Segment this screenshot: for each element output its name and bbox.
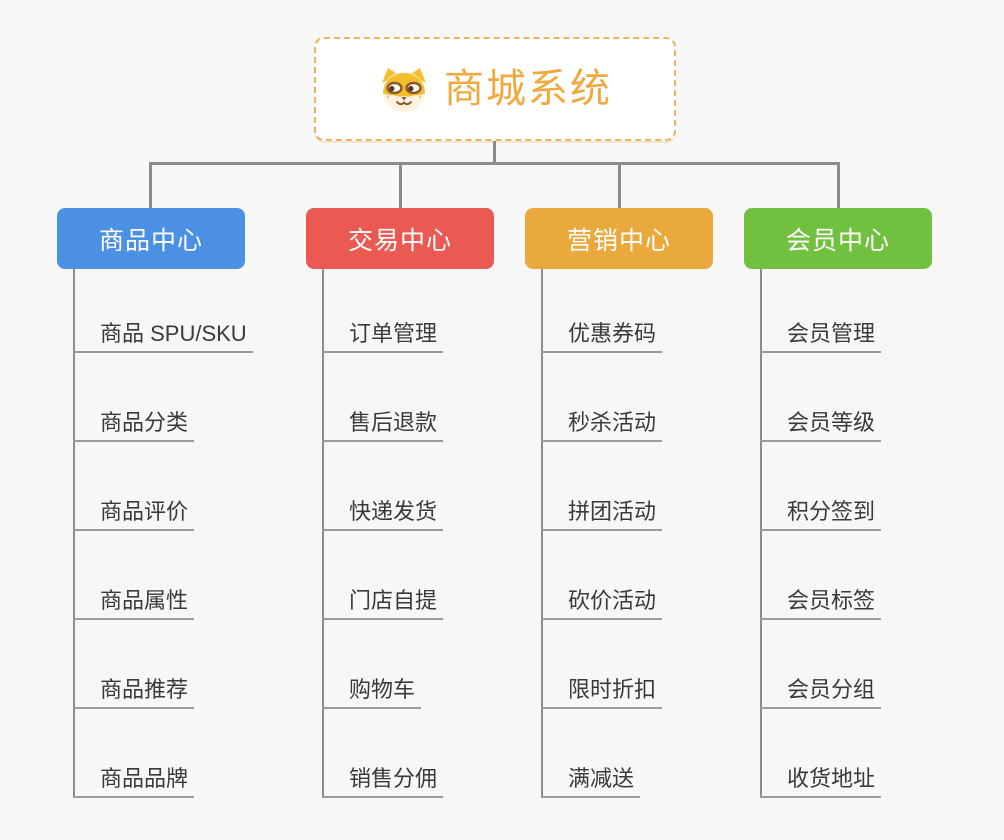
leaf-node[interactable]: 秒杀活动 [541, 402, 663, 442]
leaf-node[interactable]: 会员等级 [760, 402, 882, 442]
branch-node-trade-center[interactable]: 交易中心 [306, 208, 494, 269]
leaf-node[interactable]: 会员管理 [760, 313, 882, 353]
leaf-node[interactable]: 限时折扣 [541, 669, 663, 709]
root-title: 商城系统 [444, 67, 612, 111]
connector-drop [399, 162, 402, 208]
leaf-node[interactable]: 商品品牌 [73, 758, 195, 798]
leaf-node[interactable]: 会员标签 [760, 580, 882, 620]
connector-drop [618, 162, 621, 208]
leaf-node[interactable]: 积分签到 [760, 491, 882, 531]
root-node[interactable]: 商城系统 [314, 37, 676, 141]
leaf-node[interactable]: 优惠券码 [541, 313, 663, 353]
leaf-node[interactable]: 会员分组 [760, 669, 882, 709]
branch-node-product-center[interactable]: 商品中心 [57, 208, 245, 269]
leaf-node[interactable]: 商品分类 [73, 402, 195, 442]
connector-line [73, 269, 75, 798]
leaf-node[interactable]: 商品推荐 [73, 669, 195, 709]
leaf-node[interactable]: 门店自提 [322, 580, 444, 620]
leaf-node[interactable]: 商品属性 [73, 580, 195, 620]
leaf-node[interactable]: 商品评价 [73, 491, 195, 531]
connector-line [541, 269, 543, 798]
connector-line [322, 269, 324, 798]
leaf-node[interactable]: 满减送 [541, 758, 641, 798]
leaf-node[interactable]: 砍价活动 [541, 580, 663, 620]
leaf-node[interactable]: 拼团活动 [541, 491, 663, 531]
leaf-node[interactable]: 售后退款 [322, 402, 444, 442]
dog-face-icon [378, 66, 430, 112]
branch-node-member-center[interactable]: 会员中心 [744, 208, 932, 269]
branch-node-marketing-center[interactable]: 营销中心 [525, 208, 713, 269]
leaf-node[interactable]: 快递发货 [322, 491, 444, 531]
leaf-node[interactable]: 销售分佣 [322, 758, 444, 798]
leaf-node[interactable]: 商品 SPU/SKU [73, 313, 253, 353]
leaf-node[interactable]: 订单管理 [322, 313, 444, 353]
connector-line [760, 269, 762, 798]
leaf-node[interactable]: 收货地址 [760, 758, 882, 798]
connector-drop [837, 162, 840, 208]
connector-drop [149, 162, 152, 208]
connector-bus [149, 162, 840, 165]
connector-stem [493, 141, 496, 163]
leaf-node[interactable]: 购物车 [322, 669, 422, 709]
